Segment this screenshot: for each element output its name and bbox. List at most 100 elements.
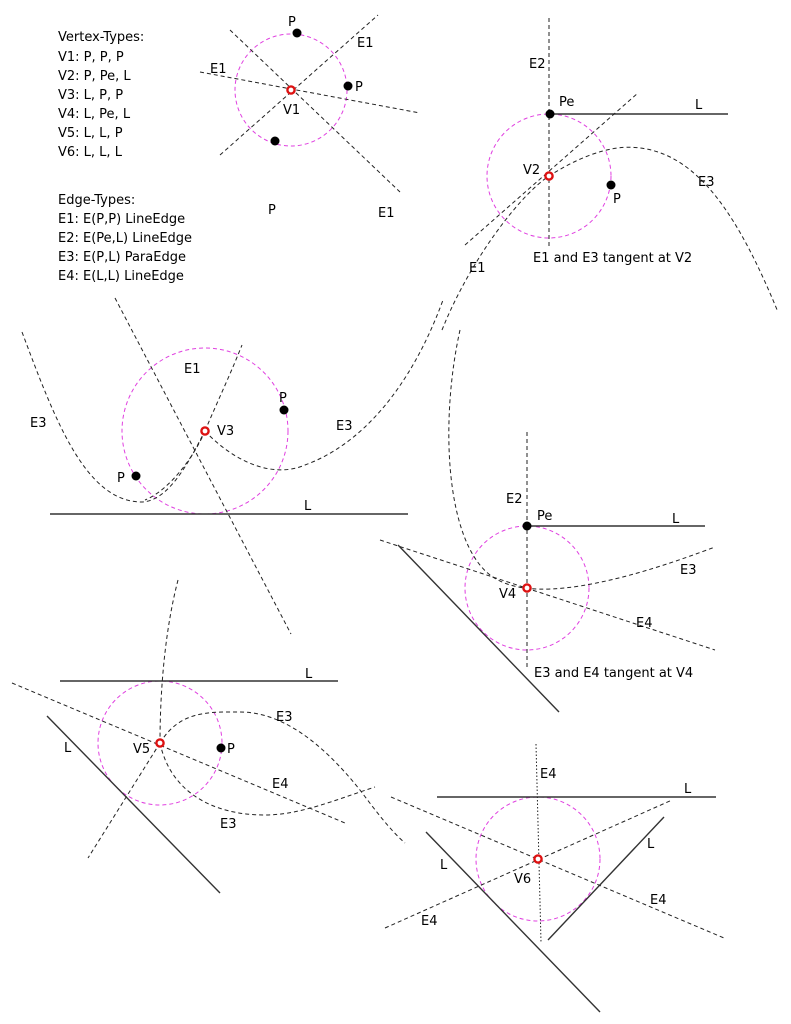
v5-vertex-label: V5 — [133, 742, 150, 757]
v3-point-left — [131, 471, 141, 481]
v3-empty-circle — [121, 347, 289, 515]
v5-label-l-left: L — [64, 741, 72, 756]
v2-vertex-marker — [544, 171, 554, 181]
vertex-type-v2: V2: P, Pe, L — [58, 69, 131, 84]
v5-edge-upper — [159, 579, 179, 744]
v5-point-p — [216, 743, 226, 753]
v5-label-p: P — [227, 742, 235, 757]
v4-vertex-label: V4 — [499, 587, 516, 602]
v5-edge-e3-upper — [159, 711, 406, 844]
v5-label-l-top: L — [305, 667, 313, 682]
edge-type-e3: E3: E(P,L) ParaEdge — [58, 250, 186, 265]
v1-edge-e1-a — [219, 14, 379, 156]
v6-line-l-right — [547, 816, 665, 941]
v4-label-l: L — [672, 512, 680, 527]
v1-vertex-marker — [286, 85, 296, 95]
vertex-type-v5: V5: L, L, P — [58, 126, 123, 141]
v5-label-e3-top: E3 — [276, 710, 293, 725]
v3-panel: E1 E3 E3 P P V3 L — [21, 297, 444, 635]
v2-label-p: P — [613, 192, 621, 207]
v6-label-l-right: L — [647, 837, 655, 852]
v1-point-label-right: P — [355, 80, 363, 95]
v3-label-e3-left: E3 — [30, 416, 47, 431]
vertex-type-v3: V3: L, P, P — [58, 88, 123, 103]
v2-tangent-note: E1 and E3 tangent at V2 — [533, 251, 692, 266]
v2-point-pe — [545, 109, 555, 119]
v3-point-top — [279, 405, 289, 415]
v5-empty-circle — [97, 680, 223, 806]
v6-edge-e4-right — [390, 796, 725, 939]
v4-empty-circle — [464, 525, 590, 651]
v4-label-pe: Pe — [537, 509, 552, 524]
v2-label-pe: Pe — [559, 95, 574, 110]
v6-empty-circle — [475, 796, 601, 922]
v2-label-e3: E3 — [698, 175, 715, 190]
v4-edge-e4 — [379, 539, 716, 651]
v1-edge-e1-b — [199, 71, 421, 114]
v4-line-l-diagonal — [397, 544, 560, 713]
v1-point-top — [292, 28, 302, 38]
vertex-type-v6: V6: L, L, L — [58, 145, 123, 160]
v6-label-e4-right: E4 — [650, 893, 667, 908]
v1-panel: P P P V1 E1 E1 E1 — [199, 14, 421, 221]
v1-point-label-top: P — [288, 15, 296, 30]
v4-label-e2: E2 — [506, 492, 523, 507]
v5-label-e4: E4 — [272, 777, 289, 792]
v6-label-e4-top: E4 — [540, 767, 557, 782]
v6-panel: E4 L L L V6 E4 E4 — [384, 743, 725, 1013]
v6-vertex-label: V6 — [514, 872, 531, 887]
v1-point-bottom — [270, 136, 280, 146]
vertex-type-v4: V4: L, Pe, L — [58, 107, 131, 122]
edge-types-title: Edge-Types: — [58, 193, 135, 208]
v4-vertex-marker — [522, 583, 532, 593]
v4-label-e4: E4 — [636, 616, 653, 631]
v5-panel: L L V5 P E3 E4 E3 — [11, 579, 406, 894]
v4-tangent-note: E3 and E4 tangent at V4 — [534, 666, 693, 681]
v3-vertex-label: V3 — [217, 424, 234, 439]
v2-label-e2: E2 — [529, 57, 546, 72]
v2-label-e1: E1 — [469, 261, 486, 276]
v3-edge-e3-right — [204, 299, 444, 471]
v4-label-e3: E3 — [680, 563, 697, 578]
v1-point-right — [343, 81, 353, 91]
v3-vertex-marker — [200, 426, 210, 436]
v6-label-e4-left: E4 — [421, 914, 438, 929]
v1-point-label-bottom: P — [268, 203, 276, 218]
v2-edge-e1 — [464, 92, 639, 246]
v3-edge-e3-left — [21, 331, 206, 503]
vertex-type-v1: V1: P, P, P — [58, 50, 124, 65]
v4-point-pe — [522, 521, 532, 531]
v5-line-l-diagonal — [46, 715, 221, 894]
v6-edge-e4-vertical — [535, 743, 542, 943]
v6-edge-e4-left — [384, 799, 673, 929]
v1-edge-label-lower: E1 — [378, 206, 395, 221]
v3-label-e1: E1 — [184, 362, 201, 377]
v2-point-p — [606, 180, 616, 190]
vertex-types-title: Vertex-Types: — [58, 30, 144, 45]
v3-label-e3-right: E3 — [336, 419, 353, 434]
v6-label-l-left: L — [440, 858, 448, 873]
v5-vertex-marker — [155, 738, 165, 748]
v2-empty-circle — [486, 113, 612, 239]
v1-edge-label-left: E1 — [210, 62, 227, 77]
v3-label-l: L — [304, 499, 312, 514]
v2-vertex-label: V2 — [523, 163, 540, 178]
v1-edge-e1-c — [229, 29, 401, 193]
v4-edge-e3 — [448, 329, 716, 590]
v5-edge-lower — [87, 742, 161, 859]
edge-type-e2: E2: E(Pe,L) LineEdge — [58, 231, 192, 246]
v6-line-l-left — [425, 831, 601, 1013]
v2-edge-e3 — [441, 146, 779, 331]
v3-label-p-left: P — [117, 471, 125, 486]
v3-edge-e3-lower — [144, 430, 206, 501]
v1-vertex-label: V1 — [283, 103, 300, 118]
v3-edge-e3-upper — [204, 344, 243, 432]
v4-panel: E2 Pe L E3 V4 E4 E3 and E4 tangent at V4 — [379, 329, 716, 713]
legend: Vertex-Types: V1: P, P, P V2: P, Pe, L V… — [58, 30, 192, 284]
v5-label-e3-bottom: E3 — [220, 817, 237, 832]
v2-panel: E2 Pe L V2 P E3 E1 E1 and E3 tangent at … — [441, 18, 779, 331]
v3-edge-e1 — [114, 297, 292, 635]
v3-label-p-top: P — [279, 391, 287, 406]
edge-type-e1: E1: E(P,P) LineEdge — [58, 212, 185, 227]
